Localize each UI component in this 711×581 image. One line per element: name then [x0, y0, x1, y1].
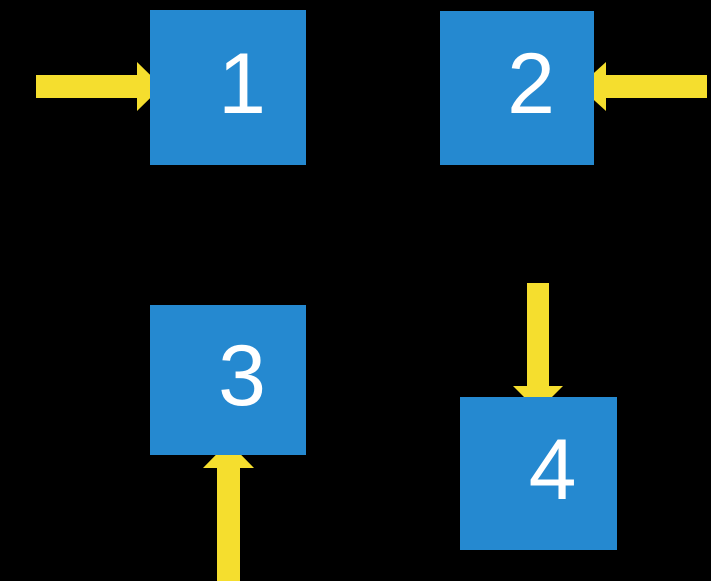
box-4-label: 4 [460, 397, 617, 550]
box-3-label: 3 [150, 305, 306, 455]
box-2-label-text: 2 [507, 36, 555, 132]
box-4[interactable]: 4 [460, 397, 617, 550]
arrow-down-icon [513, 283, 563, 411]
arrow-left-shape [579, 62, 707, 111]
arrow-left-into-box-2 [579, 62, 707, 111]
arrow-left-icon [579, 62, 707, 111]
arrow-right-icon [36, 62, 162, 111]
box-1-label: 1 [150, 10, 306, 165]
arrow-down-into-box-4 [513, 283, 563, 411]
box-2[interactable]: 2 [440, 11, 594, 165]
box-1-label-text: 1 [218, 35, 266, 132]
box-3-label-text: 3 [218, 328, 266, 424]
arrow-up-into-box-3 [203, 442, 254, 581]
box-4-label-text: 4 [528, 421, 577, 518]
arrow-right-shape [36, 62, 162, 111]
arrow-up-shape [203, 442, 254, 581]
box-1[interactable]: 1 [150, 10, 306, 165]
box-2-label: 2 [440, 11, 594, 165]
arrow-up-icon [203, 442, 254, 581]
arrow-right-into-box-1 [36, 62, 162, 111]
box-3[interactable]: 3 [150, 305, 306, 455]
arrow-down-shape [513, 283, 563, 411]
